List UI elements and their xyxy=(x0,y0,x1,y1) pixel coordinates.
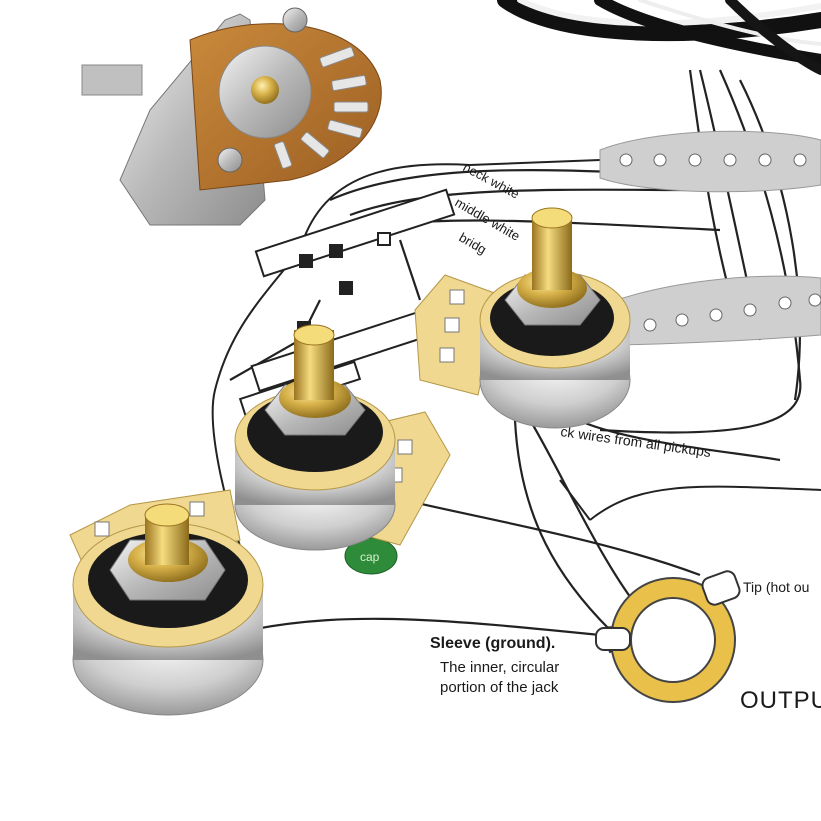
output-jack-diagram xyxy=(595,570,741,703)
cable-bundle xyxy=(497,0,821,75)
neck-pickup-diagram xyxy=(599,130,821,193)
middle-pickup-diagram xyxy=(589,275,821,346)
volume-pot-right xyxy=(414,207,631,429)
capacitor-label: cap xyxy=(360,550,380,564)
sleeve-line-2: portion of the jack xyxy=(440,679,559,696)
tone-pot-left xyxy=(69,489,264,716)
sleeve-line-1: The inner, circular xyxy=(440,659,559,676)
sleeve-title: Sleeve (ground). xyxy=(430,635,555,652)
tip-label: Tip (hot ou xyxy=(743,579,809,595)
tone-pot-middle xyxy=(234,324,451,551)
capacitor: cap xyxy=(344,537,398,575)
switch-lever xyxy=(81,64,143,96)
five-way-switch xyxy=(81,7,382,226)
output-label: OUTPU xyxy=(740,687,821,714)
